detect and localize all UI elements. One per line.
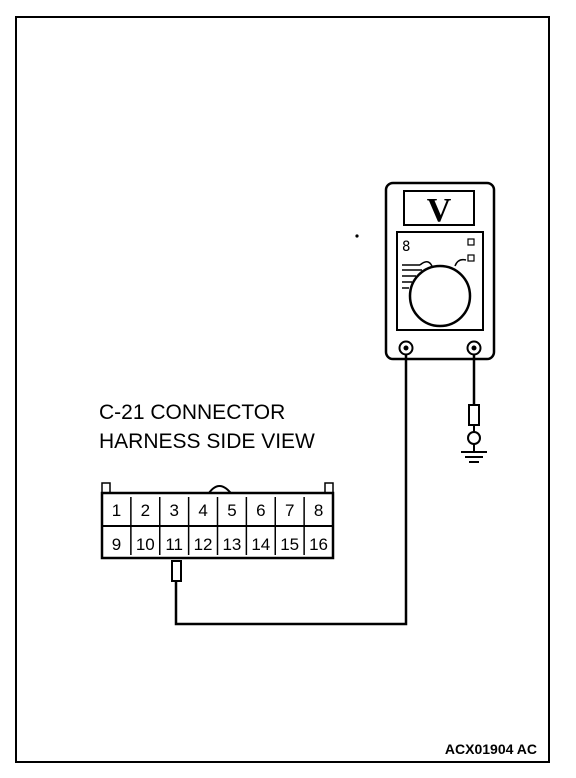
- connector-pin-7: 7: [285, 501, 294, 520]
- ground-lead: [467, 354, 481, 452]
- backprobe-tip: [171, 560, 182, 582]
- ground-icon: [461, 451, 487, 463]
- ground-probe: [468, 404, 480, 426]
- voltmeter: V 8: [384, 181, 496, 361]
- connector-pin-10: 10: [136, 535, 155, 554]
- ground-clip: [467, 431, 481, 445]
- meter-display: [403, 190, 475, 226]
- connector-pin-16: 16: [309, 535, 328, 554]
- connector-latch-right: [324, 482, 334, 494]
- connector-pin-5: 5: [227, 501, 236, 520]
- meter-scale-ticks: [402, 258, 467, 289]
- connector-pin-1: 1: [112, 501, 121, 520]
- diagram-frame: [15, 16, 550, 763]
- connector-pin-4: 4: [198, 501, 207, 520]
- connector-pin-14: 14: [251, 535, 270, 554]
- connector-latch-left: [101, 482, 111, 494]
- meter-display-letter: V: [427, 192, 452, 229]
- meter-selector-dial[interactable]: [408, 264, 472, 328]
- meter-indicator-square: [467, 254, 475, 262]
- connector-title: C-21 CONNECTOR: [99, 401, 285, 424]
- connector-pin-9: 9: [112, 535, 121, 554]
- figure-code: ACX01904 AC: [445, 741, 537, 757]
- meter-jack-negative-center: [471, 345, 477, 351]
- connector-pin-dividers: [130, 497, 305, 555]
- connector-pin-11: 11: [165, 535, 183, 554]
- connector-pin-8: 8: [314, 501, 323, 520]
- meter-indicator-square: [467, 238, 475, 246]
- connector-pin-13: 13: [222, 535, 241, 554]
- connector-pin-6: 6: [256, 501, 265, 520]
- connector-pin-2: 2: [141, 501, 150, 520]
- connector-pin-15: 15: [280, 535, 299, 554]
- connector-pin-12: 12: [194, 535, 213, 554]
- test-lead-wire: [174, 354, 408, 626]
- connector-pin-3: 3: [169, 501, 178, 520]
- stray-dot: [355, 234, 359, 238]
- connector-subtitle: HARNESS SIDE VIEW: [99, 430, 315, 453]
- meter-mode-digit: 8: [402, 239, 410, 255]
- meter-jack-positive-center: [403, 345, 409, 351]
